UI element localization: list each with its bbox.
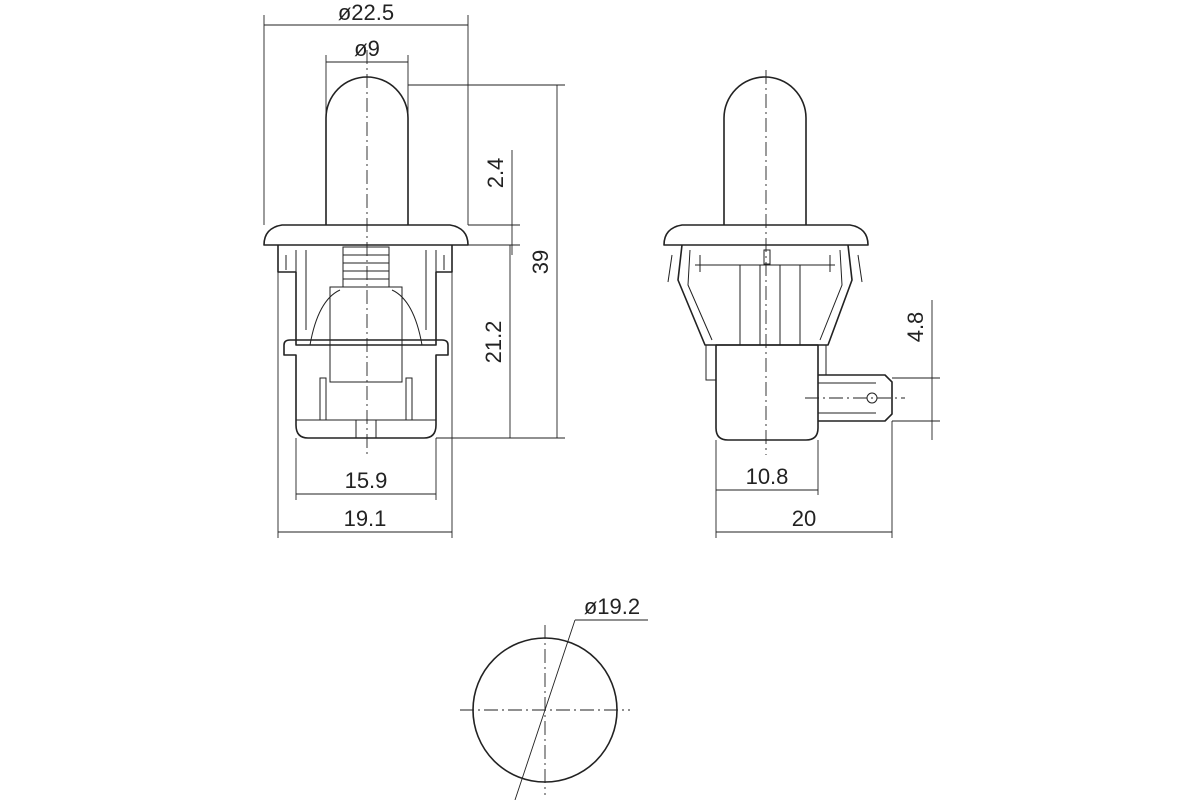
- side-clip-edge: [857, 254, 863, 283]
- side-clip-edge: [667, 254, 673, 283]
- side-lower-tab: [817, 344, 827, 376]
- dim-terminal-height: 4.8: [903, 312, 928, 343]
- side-housing: [677, 244, 853, 346]
- front-housing-upper: [277, 245, 453, 346]
- front-terminal-right: [405, 377, 413, 421]
- front-dimensions: ø22.5 ø9 2.4 39 21.2 15.9 19.1: [263, 0, 565, 538]
- cutout-dim-leader: [514, 619, 576, 800]
- side-clip-right: [819, 249, 843, 341]
- front-stem: [329, 286, 403, 383]
- dim-body-width: 19.1: [344, 506, 387, 531]
- side-clip-left: [687, 249, 713, 341]
- front-view: [263, 50, 469, 455]
- side-dimensions: 4.8 10.8 20: [715, 300, 940, 538]
- front-flange: [263, 224, 469, 246]
- side-lower-body: [715, 344, 819, 441]
- front-terminal-left: [319, 377, 327, 421]
- dim-plunger-dia: ø9: [354, 36, 380, 61]
- side-indicator: [763, 249, 771, 265]
- side-terminal: [818, 374, 893, 422]
- front-lower-body: [283, 339, 449, 439]
- front-spring: [342, 246, 390, 288]
- cutout-view: ø19.2: [460, 594, 648, 800]
- dim-flange-thickness: 2.4: [483, 158, 508, 189]
- dim-side-bottom-width: 10.8: [746, 464, 789, 489]
- dim-body-height: 21.2: [481, 321, 506, 364]
- dim-total-height: 39: [528, 250, 553, 274]
- dim-side-overall-width: 20: [792, 506, 816, 531]
- side-flange: [663, 224, 869, 246]
- side-stem: [739, 264, 801, 346]
- side-view: [663, 70, 905, 455]
- side-lower-tab: [705, 344, 717, 381]
- side-plunger: [723, 76, 807, 225]
- dim-flange-dia: ø22.5: [338, 0, 394, 25]
- dim-hole-dia: ø19.2: [584, 594, 640, 619]
- front-inner-arch: [309, 289, 423, 346]
- dim-bottom-width: 15.9: [345, 468, 388, 493]
